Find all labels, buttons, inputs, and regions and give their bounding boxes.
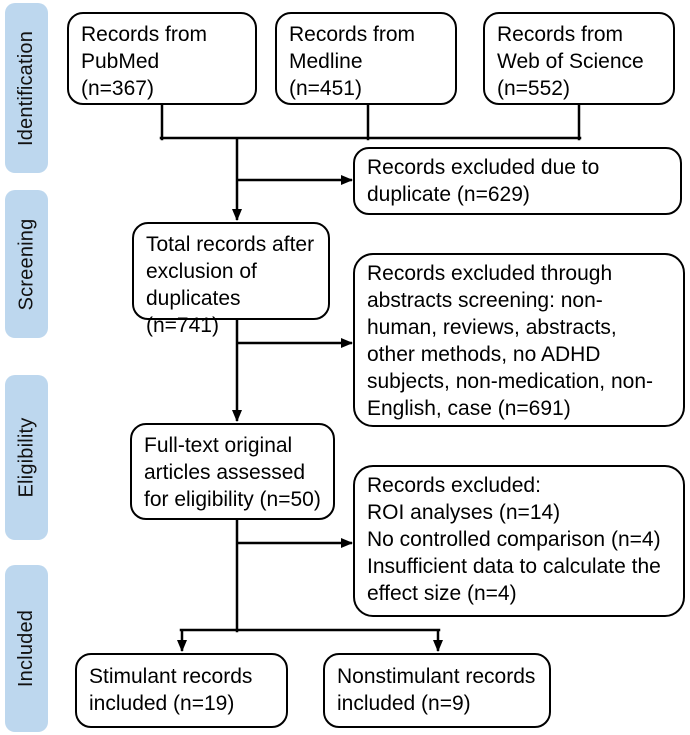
- box-records-medline: Records from Medline (n=451): [275, 12, 457, 105]
- box-excluded-duplicates: Records excluded due to duplicate (n=629…: [353, 147, 682, 215]
- stage-label-identification: Identification: [5, 3, 48, 173]
- box-excluded-abstract-screening: Records excluded through abstracts scree…: [353, 253, 685, 427]
- box-fulltext-assessed: Full-text original articles assessed for…: [130, 423, 335, 520]
- box-excluded-fulltext-reasons: Records excluded: ROI analyses (n=14) No…: [353, 465, 685, 617]
- stage-label-eligibility: Eligibility: [5, 375, 48, 540]
- box-stimulant-included: Stimulant records included (n=19): [75, 653, 288, 728]
- stage-label-included-text: Included: [15, 609, 37, 688]
- stage-label-screening: Screening: [5, 190, 48, 338]
- box-records-pubmed: Records from PubMed (n=367): [67, 12, 257, 105]
- box-total-after-duplicates: Total records after exclusion of duplica…: [132, 222, 330, 337]
- stage-label-screening-text: Screening: [15, 218, 38, 310]
- stage-label-identification-text: Identification: [15, 30, 38, 146]
- stage-label-eligibility-text: Eligibility: [15, 417, 38, 498]
- box-nonstimulant-included: Nonstimulant records included (n=9): [323, 653, 551, 728]
- stage-label-included: Included: [5, 565, 48, 732]
- box-records-web-of-science: Records from Web of Science (n=552): [483, 12, 675, 105]
